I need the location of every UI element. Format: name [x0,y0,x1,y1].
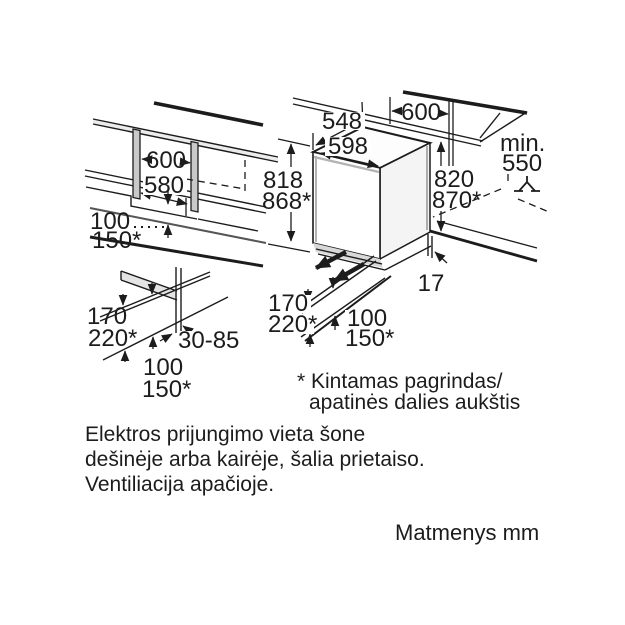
airflow-arrow [314,250,348,270]
floor-line [304,275,392,342]
floor-front-edge [429,229,538,263]
floor-line [89,207,267,244]
dim-niche-height: 820 [434,166,474,193]
worktop-cut-edge [479,112,501,139]
info-text: Elektros prijungimo vieta šone dešinėje … [85,423,425,496]
base-bottom-edge [384,245,432,271]
dim-plinth-height: 170 [87,303,127,330]
info-line3: Ventiliacija apačioje. [85,473,274,496]
dim-niche-width: 600 [146,147,186,174]
dim-appliance-height-var: 868* [262,188,311,215]
footnote-line2: apatinės dalies aukštis [309,391,520,414]
worktop-front-edge [292,97,484,142]
leader-line [432,188,502,218]
dim-front-plinth-height-var: 220* [268,311,317,338]
dim-detail-recess-height-var: 150* [142,376,191,403]
plinth-detail: 170 220* 30-85 100 150* [87,267,239,403]
niche-view: 600 580 100 150* [84,101,279,268]
plinth-step-line [85,186,259,232]
dim-niche-inner-width: 580 [144,172,184,199]
info-line2: dešinėje arba kairėje, šalia prietaiso. [85,448,425,471]
dim-plinth-depth-range: 30-85 [178,327,239,354]
worktop-cut-edge [479,111,528,143]
niche-left-panel [132,128,141,200]
mains-connection-icon [514,176,540,192]
dim-niche-width-top: 600 [401,99,441,126]
dim-appliance-height: 818 [263,167,303,194]
floor-line [102,296,229,361]
dim-detail-recess-height: 100 [143,354,183,381]
plinth-top-line [99,275,211,322]
appliance-front-face [312,150,381,261]
wall-base-line [436,220,538,249]
dim-niche-height-var: 870* [432,187,481,214]
worktop-front-edge [292,103,482,147]
worktop-back-edge [402,90,528,115]
dim-width: 598 [328,133,368,160]
info-line1: Elektros prijungimo vieta šone [85,423,365,446]
dim-min-depth: 550 [502,150,542,177]
dim-min-label: min. [500,130,545,157]
dim-plinth-height-var: 220* [88,325,137,352]
dim-rear-gap: 17 [418,270,445,297]
units-note: Matmenys mm [395,520,539,545]
floor-front-edge [89,235,264,268]
appliance-view: 548 598 600 min. 550 820 870* 818 8 [262,90,550,352]
footnote: * Kintamas pagrindas/ apatinės dalies au… [297,370,520,414]
plinth-band [121,271,177,300]
worktop-back-edge [153,101,264,127]
dim-front-recess-height-var: 150* [345,325,394,352]
dim-recess-height: 100 [90,208,130,235]
dim-recess-height-var: 150* [92,227,141,254]
dim-depth-top: 548 [322,108,362,135]
hidden-niche-line [185,178,246,190]
leader-line [517,198,550,213]
airflow-arrow [332,262,366,283]
footnote-line1: * Kintamas pagrindas/ [297,370,503,393]
dim-front-recess-height: 100 [347,305,387,332]
niche-right-panel [190,140,199,213]
dim-front-plinth-height: 170 [268,290,308,317]
